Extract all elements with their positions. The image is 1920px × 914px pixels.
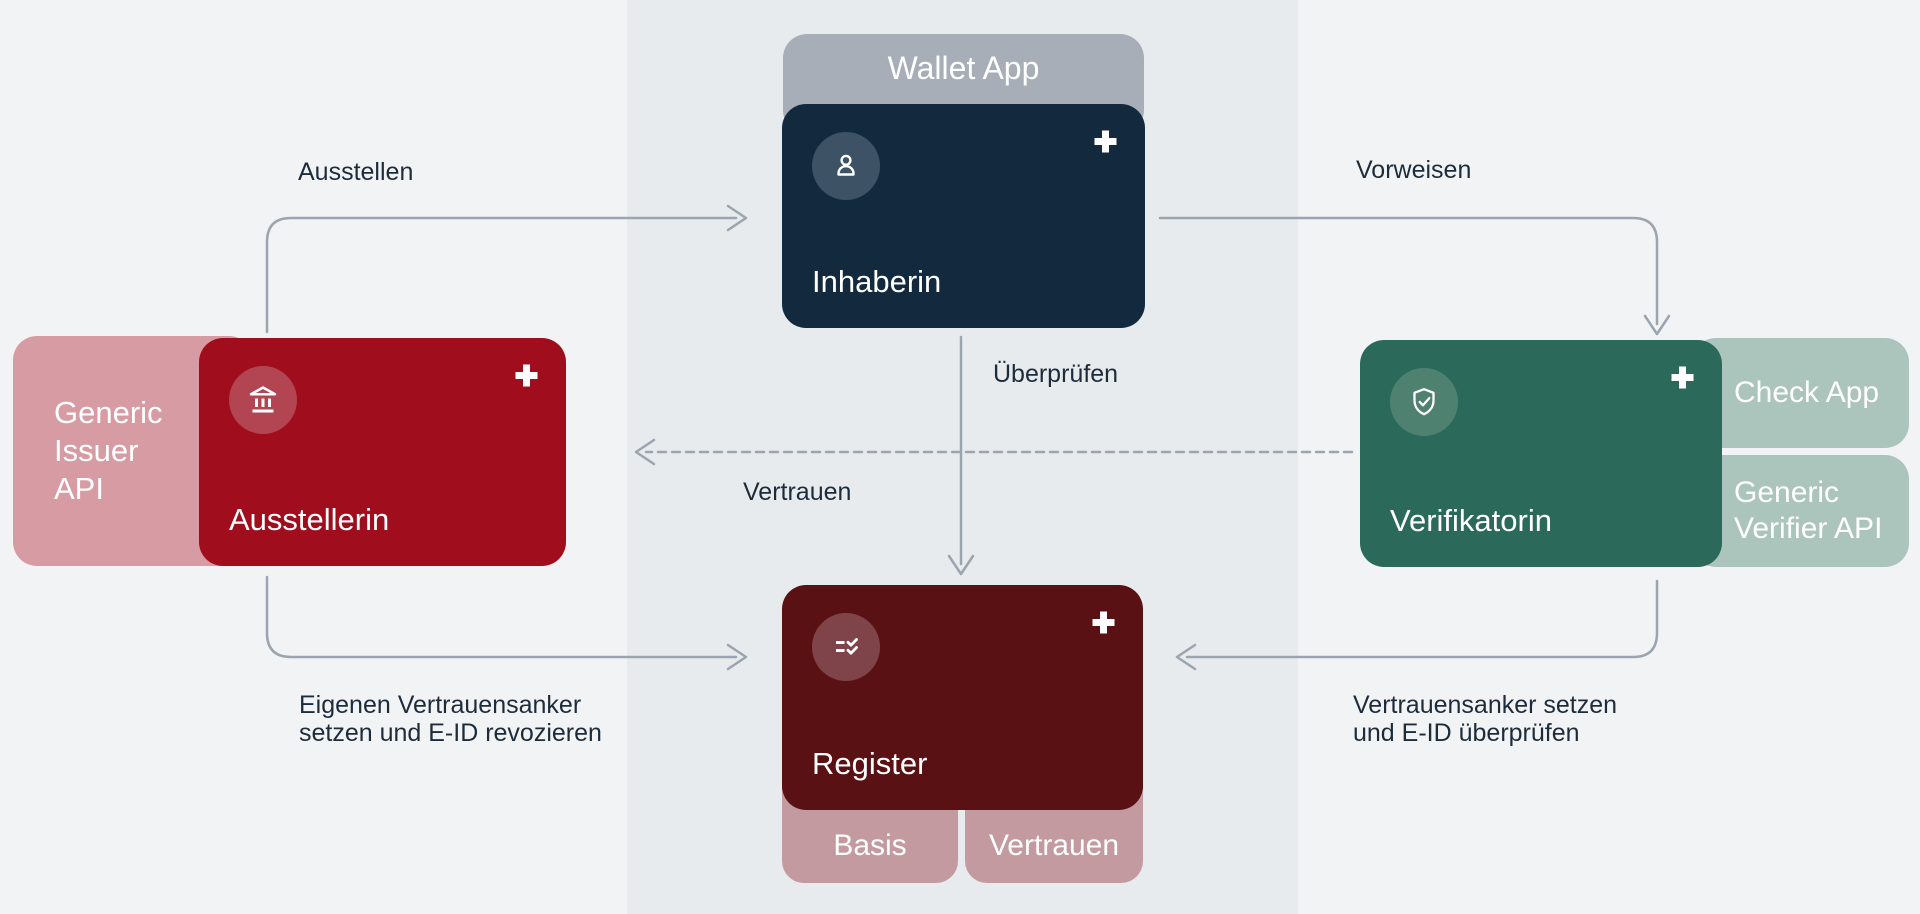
plus-icon [1671,366,1694,389]
arrow-ausstellen [265,204,748,334]
arrow-verifier-to-register [1175,579,1659,671]
basis-tab-label: Basis [833,829,907,862]
edge-label-vorweisen: Vorweisen [1356,156,1472,184]
generic-verifier-api-line: Verifier API [1734,512,1883,545]
register-title: Register [812,746,928,781]
plus-icon [515,364,538,387]
check-app-tab: Check App [1692,338,1909,448]
arrow-vertrauen-dashed [634,438,1354,466]
arrow-ueberpruefen [947,335,975,576]
checklist-icon [812,613,880,681]
register-card: Register [782,585,1143,810]
edge-label-line: Eigenen Vertrauensanker [299,691,582,719]
inhaberin-expand-plus-button[interactable] [1092,128,1119,155]
verifikatorin-card: Verifikatorin [1360,340,1722,567]
edge-label-issuer-to-register: Eigenen Vertrauensanker setzen und E-ID … [299,691,602,747]
check-app-tab-label: Check App [1734,376,1880,409]
verifikatorin-expand-plus-button[interactable] [1669,364,1696,391]
edge-label-line: und E-ID überprüfen [1353,719,1580,747]
arrow-vorweisen [1158,216,1671,336]
ausstellerin-expand-plus-button[interactable] [513,362,540,389]
arrow-issuer-to-register [265,575,748,671]
generic-issuer-api-line: Generic [54,395,163,430]
plus-icon [1094,130,1117,153]
inhaberin-title: Inhaberin [812,264,942,299]
generic-verifier-api-tab: Generic Verifier API [1692,455,1909,567]
edge-label-line: Vertrauensanker setzen [1353,691,1618,719]
generic-issuer-api-line: Issuer [54,433,139,468]
generic-issuer-api-line: API [54,471,104,506]
plus-icon [1092,611,1115,634]
edge-label-vertrauen: Vertrauen [743,478,852,506]
verifikatorin-title: Verifikatorin [1390,503,1552,538]
generic-verifier-api-line: Generic [1734,476,1840,509]
edge-label-line: setzen und E-ID revozieren [299,719,602,747]
inhaberin-card: Inhaberin [782,104,1145,328]
vertrauen-tab-label: Vertrauen [988,829,1120,862]
edge-label-ueberpruefen: Überprüfen [993,360,1119,388]
wallet-app-tab-label: Wallet App [887,50,1040,86]
person-icon [812,132,880,200]
bank-icon [229,366,297,434]
ausstellerin-title: Ausstellerin [229,502,390,537]
edge-label-ausstellen: Ausstellen [298,158,414,186]
shield-check-icon [1390,368,1458,436]
register-expand-plus-button[interactable] [1090,609,1117,636]
edge-label-verifier-to-register: Vertrauensanker setzen und E-ID überprüf… [1353,691,1617,747]
ausstellerin-card: Ausstellerin [199,338,566,566]
